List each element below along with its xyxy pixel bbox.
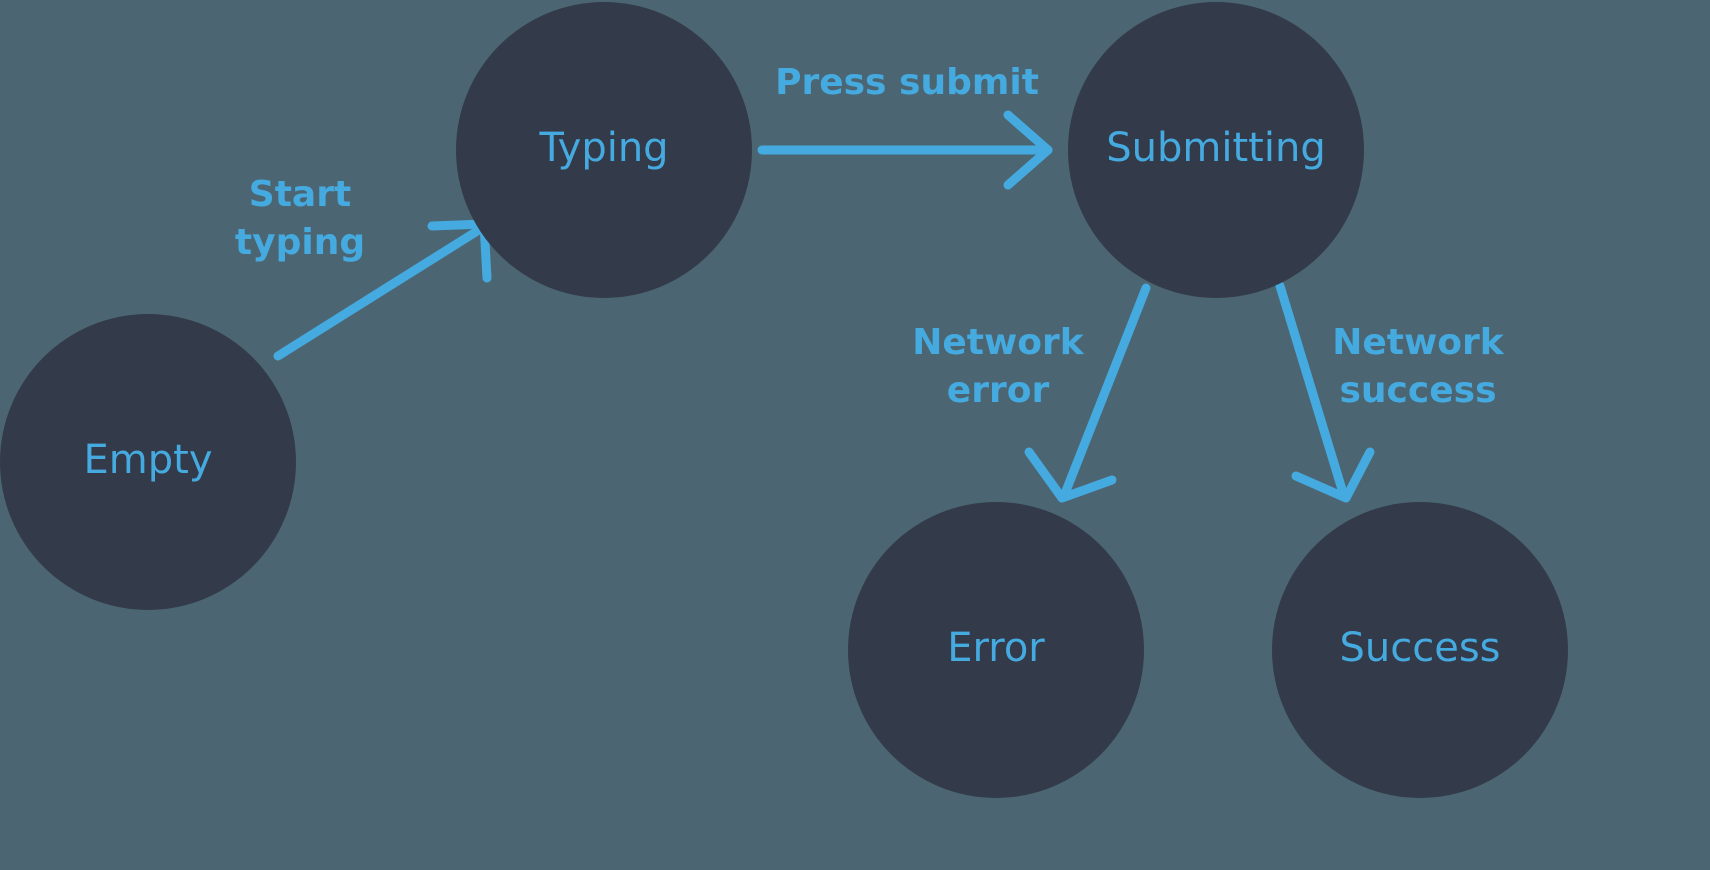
- edge-submitting-to-error: [1024, 283, 1151, 503]
- edge-label-network-error: Network error: [912, 322, 1084, 411]
- state-node-success[interactable]: Success: [1272, 502, 1568, 798]
- edge-label-line: Network: [1332, 322, 1504, 363]
- edge-label-press-submit: Press submit: [775, 62, 1039, 103]
- state-node-submitting[interactable]: Submitting: [1068, 2, 1364, 298]
- node-circle[interactable]: [456, 2, 752, 298]
- node-circle[interactable]: [0, 314, 296, 610]
- edge-label-line: Network: [912, 322, 1084, 363]
- state-node-typing[interactable]: Typing: [456, 2, 752, 298]
- edge-label-start-typing: Start typing: [235, 174, 365, 263]
- arrowhead-icon: [1003, 110, 1053, 190]
- edge-submitting-to-success: [1275, 281, 1375, 503]
- node-label: Typing: [538, 125, 668, 171]
- state-node-empty[interactable]: Empty: [0, 314, 296, 610]
- edge-label-network-success: Network success: [1332, 322, 1504, 411]
- node-label: Submitting: [1106, 125, 1325, 171]
- node-circle[interactable]: [848, 502, 1144, 798]
- edge-line: [1275, 281, 1349, 501]
- edge-label-line: success: [1339, 370, 1496, 411]
- edge-label-line: error: [947, 370, 1050, 411]
- node-circle[interactable]: [1068, 2, 1364, 298]
- edge-label-line: typing: [235, 222, 365, 263]
- state-node-error[interactable]: Error: [848, 502, 1144, 798]
- edge-line: [273, 223, 487, 361]
- node-label: Error: [947, 625, 1045, 671]
- arrowhead-icon: [1291, 447, 1375, 503]
- node-label: Success: [1339, 625, 1500, 671]
- arrowhead-icon: [1024, 447, 1117, 503]
- edge-line: [1059, 283, 1151, 501]
- edge-typing-to-submitting: [757, 110, 1053, 190]
- node-circle[interactable]: [1272, 502, 1568, 798]
- edge-label-line: Press submit: [775, 62, 1039, 103]
- edge-label-line: Start: [249, 174, 351, 215]
- node-label: Empty: [84, 437, 213, 483]
